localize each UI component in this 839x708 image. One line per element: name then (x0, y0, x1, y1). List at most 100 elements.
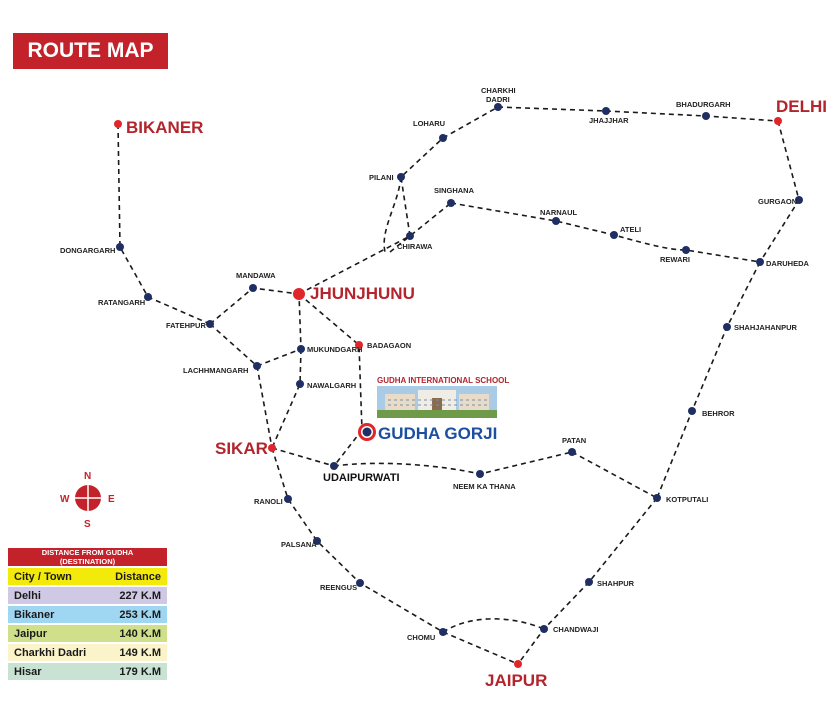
distance-table-title-row: DISTANCE FROM GUDHA (DESTINATION) (8, 548, 167, 568)
route-chirawa-pilani (400, 106, 499, 237)
town-dot (653, 494, 661, 502)
route-kotputali-jaipur (517, 497, 658, 665)
label-reengus: REENGUS (320, 583, 357, 592)
row-city: Jaipur (8, 624, 102, 644)
label-nawalgarh: NAWALGARH (307, 381, 356, 390)
compass-rose: N S E W (60, 471, 115, 530)
row-city: Hisar (8, 662, 102, 682)
school-name: GUDHA INTERNATIONAL SCHOOL (377, 376, 509, 385)
label-ateli: ATELI (620, 225, 641, 234)
destination-marker-core (362, 427, 372, 437)
route-bikaner-fatehpur (117, 123, 211, 325)
town-dot (330, 462, 338, 470)
label-mandawa: MANDAWA (236, 271, 276, 280)
row-distance: 149 K.M (101, 643, 167, 663)
compass-west: W (60, 494, 70, 505)
table-row: Delhi 227 K.M (8, 586, 167, 606)
table-row: Bikaner 253 K.M (8, 605, 167, 625)
label-ratangarh: RATANGARH (98, 298, 145, 307)
city-dot-badagaon (355, 341, 363, 349)
school-thumbnail: GUDHA INTERNATIONAL SCHOOL (377, 376, 509, 418)
label-delhi: DELHI (776, 97, 827, 116)
town-markers (116, 103, 803, 636)
table-row: Charkhi Dadri 149 K.M (8, 643, 167, 663)
town-dot (682, 246, 690, 254)
route-jhunjhunu-badagaon (298, 293, 363, 431)
label-mukundgarh: MUKUNDGARH (307, 345, 362, 354)
route-singhana-daruheda (450, 202, 761, 263)
table-row: Jaipur 140 K.M (8, 624, 167, 644)
label-jaipur: JAIPUR (485, 671, 547, 690)
route-gudha-udaipurwati (333, 429, 363, 467)
label-charkhi: CHARKHI (481, 86, 516, 95)
town-dot (568, 448, 576, 456)
row-distance: 140 K.M (101, 624, 167, 644)
town-dot (552, 217, 560, 225)
label-dadri: DADRI (486, 95, 510, 104)
label-kotputali: KOTPUTALI (666, 495, 708, 504)
town-dot (397, 173, 405, 181)
label-daruheda: DARUHEDA (766, 259, 810, 268)
route-fatehpur-sikar (209, 323, 273, 449)
label-rewari: REWARI (660, 255, 690, 264)
distance-table: DISTANCE FROM GUDHA (DESTINATION) City /… (8, 548, 167, 682)
distance-table-title: DISTANCE FROM GUDHA (DESTINATION) (8, 548, 167, 568)
town-dot (723, 323, 731, 331)
town-dot (476, 470, 484, 478)
route-pilani-curve (383, 176, 402, 253)
label-jhunjhunu: JHUNJHUNU (310, 284, 415, 303)
town-dot (688, 407, 696, 415)
route-sikar-udaipurwati (271, 447, 335, 467)
town-dot (756, 258, 764, 266)
label-jhajjhar: JHAJJHAR (589, 116, 629, 125)
town-dot (447, 199, 455, 207)
label-badagaon: BADAGAON (367, 341, 411, 350)
town-dot (610, 231, 618, 239)
route-delhi-gurgaon (759, 120, 800, 263)
school-building-right (459, 394, 489, 410)
label-udaipurwati: UDAIPURWATI (323, 472, 400, 484)
row-city: Delhi (8, 586, 102, 606)
label-chomu: CHOMU (407, 633, 435, 642)
route-fatehpur-mandawa-jhunjhunu (209, 287, 300, 325)
label-lachhmangarh: LACHHMANGARH (183, 366, 248, 375)
label-shahjahanpur: SHAHJAHANPUR (734, 323, 798, 332)
label-fatehpur: FATEHPUR (166, 321, 206, 330)
town-dot (439, 628, 447, 636)
route-chirawa-singhana (389, 202, 452, 253)
town-dot (249, 284, 257, 292)
route-daruheda-kotputali (656, 261, 761, 499)
town-dot (494, 103, 502, 111)
column-city-town: City / Town (8, 567, 102, 587)
town-dot (585, 578, 593, 586)
label-singhana: SINGHANA (434, 186, 475, 195)
city-dot-jaipur (514, 660, 522, 668)
city-dot-jhunjhunu (293, 288, 305, 300)
route-dadri-delhi (497, 106, 779, 122)
label-loharu: LOHARU (413, 119, 445, 128)
city-dot-delhi (774, 117, 782, 125)
school-photo-lawn (377, 410, 497, 418)
city-markers (114, 117, 782, 668)
label-pilani: PILANI (369, 173, 394, 182)
route-map-title: ROUTE MAP (13, 33, 168, 69)
town-dot (439, 134, 447, 142)
town-dot (356, 579, 364, 587)
label-chirawa: CHIRAWA (397, 242, 433, 251)
label-patan: PATAN (562, 436, 586, 445)
row-distance: 227 K.M (101, 586, 167, 606)
route-mukundgarh-sikar (271, 348, 302, 449)
compass-east: E (108, 494, 115, 505)
row-distance: 179 K.M (101, 662, 167, 682)
school-building-left (385, 394, 415, 410)
town-dot (206, 320, 214, 328)
town-dot (795, 196, 803, 204)
route-sikar-jaipur (271, 447, 519, 665)
label-behror: BEHROR (702, 409, 735, 418)
row-city: Charkhi Dadri (8, 643, 102, 663)
label-neem-ka-thana: NEEM KA THANA (453, 482, 516, 491)
label-ranoli: RANOLI (254, 497, 283, 506)
label-chandwaji: CHANDWAJI (553, 625, 598, 634)
route-udaipurwati-patan (333, 451, 573, 475)
